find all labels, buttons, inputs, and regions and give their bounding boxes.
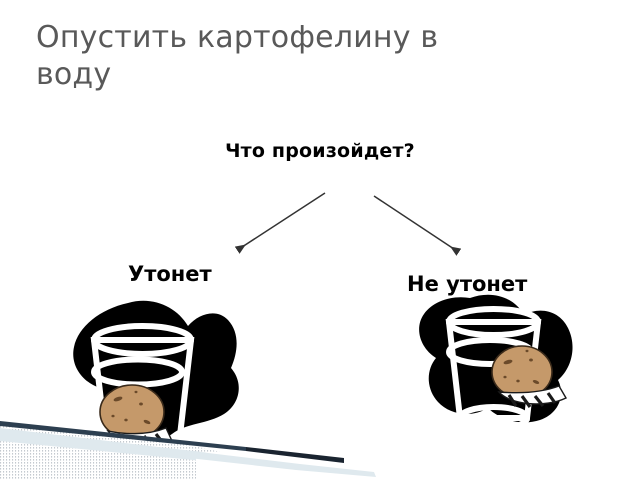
- hatched-wedge-2: [0, 421, 196, 480]
- question-text: Что произойдет?: [225, 140, 415, 162]
- branch-label-sinks: Утонет: [128, 262, 212, 286]
- pale-band: [0, 430, 378, 478]
- right-black-blob: [419, 294, 573, 423]
- left-black-blob: [73, 300, 239, 443]
- right-glass: [445, 306, 542, 432]
- arrow-down-right-icon: [373, 195, 462, 256]
- footer-rule: [0, 421, 246, 451]
- right-potato-floating: [491, 345, 567, 408]
- page-title: Опустить картофелину в воду: [36, 20, 439, 92]
- branch-label-floats: Не утонет: [407, 272, 528, 296]
- band-mask: [196, 452, 640, 480]
- pale-band-2: [0, 428, 376, 477]
- left-potato-sunk: [99, 384, 173, 448]
- hatched-wedge: [0, 424, 350, 480]
- footer-rule-2: [246, 447, 344, 463]
- left-glass: [90, 323, 195, 447]
- arrow-down-left-icon: [234, 192, 326, 254]
